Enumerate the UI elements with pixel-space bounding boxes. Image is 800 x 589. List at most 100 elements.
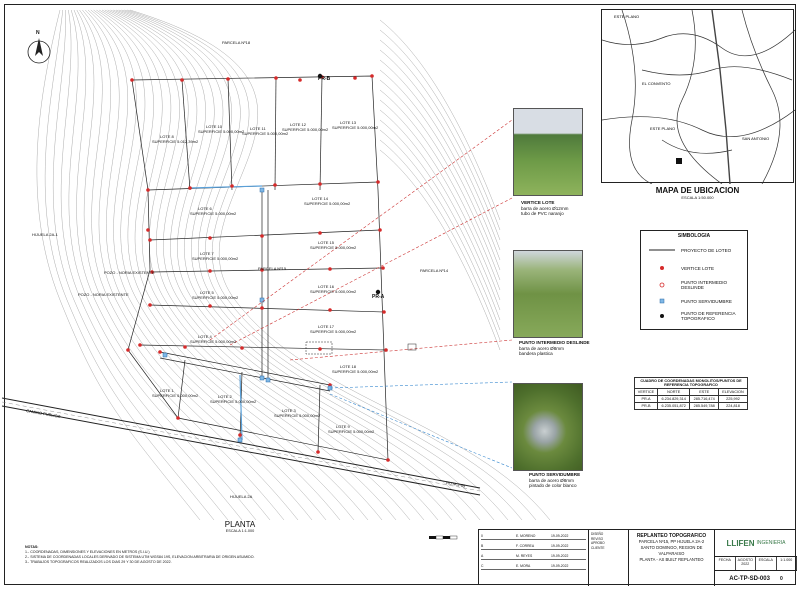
rev-cell: 19-09-2022 — [551, 554, 569, 558]
vertex-marker — [318, 347, 322, 351]
company-logo: LLIFEN INGENIERIA — [715, 532, 797, 554]
project-line: SANTO DOMINGO, REGION DE VALPARAISO — [640, 545, 703, 556]
black-dot-icon — [647, 313, 677, 319]
notes-title: NOTAS: — [25, 545, 39, 549]
lot-name: LOTE 12 — [290, 122, 307, 127]
vertex-marker — [208, 304, 212, 308]
lot-area: SUPERFICIE 5.000,00m2 — [190, 211, 237, 216]
contour-line — [85, 9, 327, 521]
contour-line — [104, 9, 425, 521]
label-pozo-2: POZO - NORIA EXISTENTE — [78, 292, 129, 297]
caption-punto-intermedio: PUNTO INTERMEDIO DESLINDE barra de acero… — [519, 340, 599, 357]
vertex-marker — [318, 231, 322, 235]
lot-name: LOTE 1 — [160, 388, 175, 393]
lot-name: LOTE 16 — [318, 284, 335, 289]
vertex-marker — [226, 77, 230, 81]
locmap-label-main: ESTE PLANO — [614, 14, 639, 19]
structures — [305, 341, 417, 355]
contour-line — [379, 109, 501, 311]
contour-lines — [36, 9, 551, 521]
lot-area: SUPERFICIE 5.000,00m2 — [310, 245, 357, 250]
caption-vertice-lote: VERTICE LOTE barra de acero Ø12mm tubo d… — [521, 200, 601, 217]
lot-name: LOTE 17 — [318, 324, 335, 329]
coord-header: ESTE — [689, 388, 719, 396]
contour-line — [36, 9, 201, 521]
logo-name: LLIFEN — [726, 538, 755, 548]
contour-line — [107, 9, 439, 521]
coord-cell: 285.716,474 — [689, 395, 719, 403]
caption-line: bandera plastica — [519, 351, 553, 356]
notes: NOTAS: 1.- COORDENADAS, DIMENSIONES Y EL… — [25, 545, 325, 565]
contour-line — [110, 9, 453, 521]
coord-cell: 224,818 — [717, 402, 749, 410]
lot-name: LOTE 15 — [318, 240, 335, 245]
locmap-label-este: ESTE PLANO — [650, 126, 675, 131]
legend-label: PUNTO DE REFERENCIA TOPOGRAFICO — [681, 311, 736, 321]
contour-line — [379, 59, 501, 261]
coord-header: VERTICE — [634, 388, 658, 396]
info-cell: ESCALA — [756, 557, 777, 570]
legend-item-servidumbre: PUNTO SERVIDUMBRE — [647, 298, 732, 304]
vertex-marker — [148, 238, 152, 242]
servitude-point — [259, 375, 265, 381]
contour-line — [87, 9, 341, 521]
info-cell: 1:1.000 — [777, 557, 797, 570]
vertex-marker — [146, 228, 150, 232]
label-hijuela-left: HIJUELA 2A-1 — [32, 232, 59, 237]
lot-area: SUPERFICIE 5.000,00m2 — [198, 129, 245, 134]
servitude-point — [259, 187, 265, 193]
coordinate-table: CUADRO DE COORDENADAS MONOLITOS/PUNTOS D… — [634, 377, 749, 410]
location-map-title: MAPA DE UBICACION — [655, 186, 740, 195]
lot-name: LOTE 11 — [250, 126, 266, 131]
caption-title: PUNTO SERVIDUMBRE — [529, 472, 581, 477]
lot-name: LOTE 13 — [340, 120, 357, 125]
vertex-marker — [328, 267, 332, 271]
vertex-marker — [126, 348, 130, 352]
project-line: PLANTA - AS BUILT REPLANTEO — [639, 557, 704, 562]
locmap-label-convento: EL CONVENTO — [642, 81, 670, 86]
contour-line — [379, 129, 501, 331]
project-title: REPLANTEO TOPOGRAFICO — [636, 533, 707, 539]
legend-title: SIMBOLOGIA — [677, 233, 711, 239]
vertex-marker — [328, 308, 332, 312]
vertex-marker — [238, 433, 242, 437]
lot-area: SUPERFICIE 5.000,00m2 — [210, 399, 257, 404]
location-map-drawing: ESTE PLANO ESTE PLANO EL CONVENTO SAN AN… — [601, 9, 796, 185]
contour-line — [379, 119, 501, 321]
caption-line: barra de acero Ø8mm — [519, 345, 564, 351]
photo-punto-intermedio — [513, 250, 583, 338]
rev-cell: E. MORENO — [516, 534, 536, 538]
vertex-marker — [260, 306, 264, 310]
planta-title: PLANTA — [224, 520, 256, 529]
vertex-marker — [188, 186, 192, 190]
vertex-marker — [382, 310, 386, 314]
vertex-marker — [353, 76, 357, 80]
lot-area: SUPERFICIE 5.000,00m2 — [242, 131, 289, 136]
vertex-marker — [274, 76, 278, 80]
reference-point — [375, 289, 381, 295]
vertex-marker — [146, 188, 150, 192]
lot-name: LOTE 7 — [200, 251, 215, 256]
vertex-marker — [378, 228, 382, 232]
lot-name: LOTE 5 — [200, 290, 215, 295]
coord-cell: 225,992 — [717, 395, 749, 403]
table-row: PR-A 6.234.829,314 285.716,474 225,992 — [634, 395, 749, 403]
reference-point — [317, 73, 323, 79]
vertex-marker — [130, 78, 134, 82]
contour-line — [129, 9, 551, 521]
vertex-marker — [260, 234, 264, 238]
drawing-code-text: AC-TP-SD-003 — [729, 575, 770, 582]
info-cell: FECHA — [715, 557, 736, 570]
approval-line: DISEÑO — [591, 532, 604, 536]
north-arrow: N — [27, 30, 51, 64]
caption-line: barra de acero Ø12mm — [521, 205, 569, 211]
blue-cross-icon — [647, 298, 677, 304]
rev-cell: 19-09-2022 — [551, 544, 569, 548]
vertex-marker — [176, 416, 180, 420]
